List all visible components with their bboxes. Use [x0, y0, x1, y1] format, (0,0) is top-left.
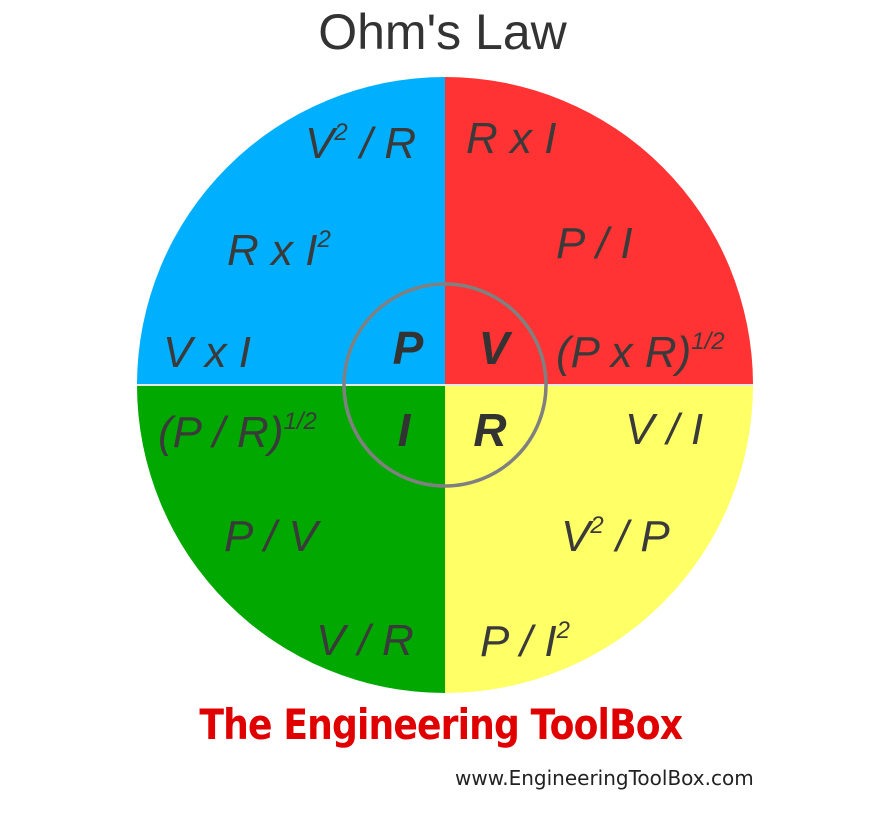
- current-formula-1: (P / R)1/2: [158, 408, 317, 457]
- power-quadrant: [137, 77, 445, 385]
- resistance-quadrant: [445, 385, 753, 693]
- site-url: www.EngineeringToolBox.com: [455, 766, 754, 790]
- power-symbol: P: [393, 322, 424, 374]
- voltage-formula-2: P / I: [556, 219, 633, 268]
- power-formula-2: R x I2: [227, 226, 331, 275]
- resistance-formula-2: V2 / P: [561, 512, 670, 561]
- inner-ring: [342, 282, 548, 488]
- current-symbol: I: [398, 404, 412, 456]
- voltage-formula-1: R x I: [466, 114, 556, 163]
- power-formula-1: V2 / R: [305, 119, 416, 168]
- resistance-formula-3: P / I2: [480, 617, 570, 666]
- power-formula-3: V x I: [163, 328, 251, 377]
- resistance-formula-1: V / I: [625, 405, 703, 454]
- voltage-symbol: V: [479, 322, 513, 374]
- brand-logo: The Engineering ToolBox: [199, 700, 683, 749]
- voltage-formula-3: (P x R)1/2: [556, 328, 725, 377]
- current-formula-3: V / R: [316, 616, 414, 665]
- resistance-symbol: R: [473, 404, 506, 456]
- current-quadrant: [137, 385, 445, 693]
- current-formula-2: P / V: [224, 512, 321, 561]
- voltage-quadrant: [445, 77, 753, 385]
- page-title: Ohm's Law: [318, 4, 567, 60]
